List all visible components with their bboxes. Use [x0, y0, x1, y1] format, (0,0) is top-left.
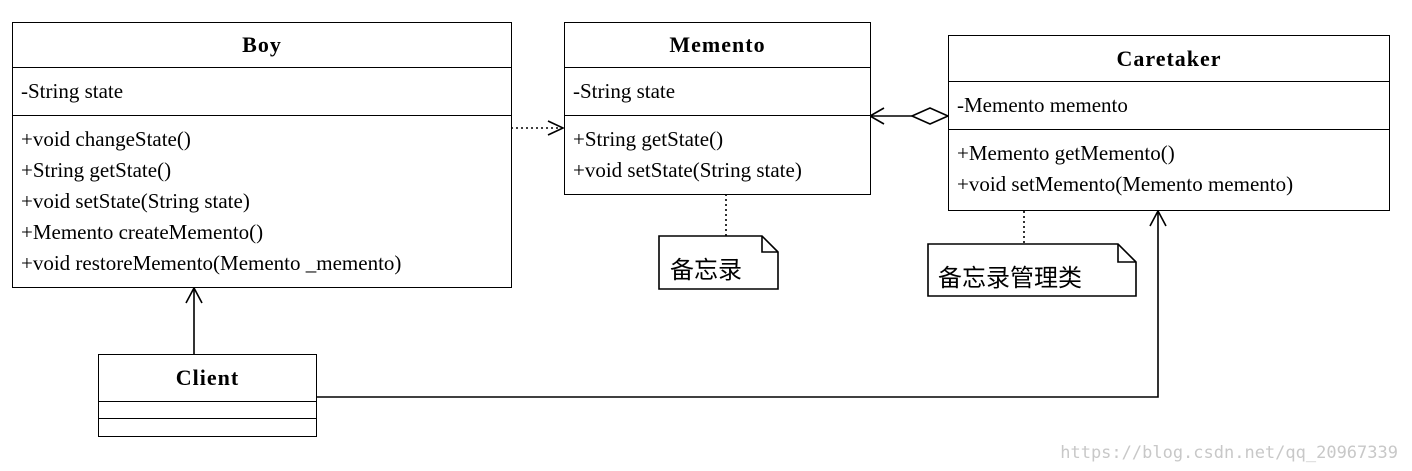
operation: +void setState(String state)	[573, 158, 802, 182]
operation: +String getState()	[21, 158, 172, 182]
operation: +Memento getMemento()	[957, 141, 1175, 165]
attribute: -Memento memento	[957, 93, 1128, 117]
watermark: https://blog.csdn.net/qq_20967339	[1060, 443, 1398, 463]
attribute: -String state	[21, 79, 124, 103]
attribute: -String state	[573, 79, 676, 103]
class-boy-name: Boy	[13, 23, 511, 68]
class-caretaker-operations: +Memento getMemento() +void setMemento(M…	[949, 130, 1389, 200]
caretaker-note-shape	[927, 211, 1137, 297]
class-client-operations	[99, 419, 316, 436]
operation: +Memento createMemento()	[21, 220, 264, 244]
memento-note: 备忘录	[670, 256, 742, 284]
class-boy: Boy -String state +void changeState() +S…	[12, 22, 512, 288]
class-boy-attributes: -String state	[13, 68, 511, 116]
association-client-caretaker	[316, 209, 1167, 398]
memento-note-shape	[658, 194, 779, 290]
association-client-boy	[185, 286, 203, 355]
class-memento-name: Memento	[565, 23, 870, 68]
class-caretaker-attributes: -Memento memento	[949, 82, 1389, 130]
caretaker-note: 备忘录管理类	[938, 264, 1082, 292]
operation: +void changeState()	[21, 127, 191, 151]
class-caretaker: Caretaker -Memento memento +Memento getM…	[948, 35, 1390, 211]
class-memento: Memento -String state +String getState()…	[564, 22, 871, 195]
operation: +void setState(String state)	[21, 189, 250, 213]
aggregation-caretaker-memento	[868, 107, 950, 125]
class-memento-attributes: -String state	[565, 68, 870, 116]
operation: +void restoreMemento(Memento _memento)	[21, 251, 402, 275]
operation: +String getState()	[573, 127, 724, 151]
class-client-name: Client	[99, 355, 316, 402]
dependency-boy-memento	[511, 120, 565, 136]
class-caretaker-name: Caretaker	[949, 36, 1389, 82]
class-boy-operations: +void changeState() +String getState() +…	[13, 116, 511, 279]
class-client: Client	[98, 354, 317, 437]
class-client-attributes	[99, 402, 316, 419]
class-memento-operations: +String getState() +void setState(String…	[565, 116, 870, 186]
operation: +void setMemento(Memento memento)	[957, 172, 1294, 196]
